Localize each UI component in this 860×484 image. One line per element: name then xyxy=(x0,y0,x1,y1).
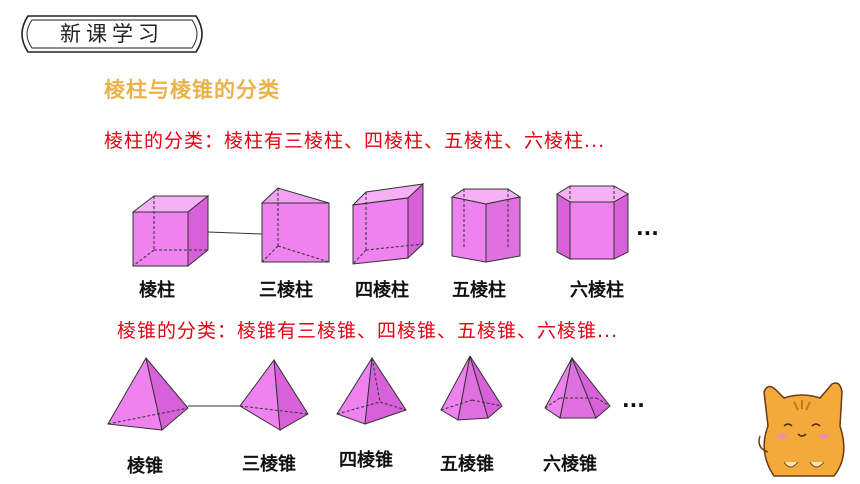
label-hexagonal-pyramid: 六棱锥 xyxy=(543,454,597,475)
pyramid-quadrilateral xyxy=(336,356,407,425)
label-hexagonal-prism: 六棱柱 xyxy=(570,280,624,301)
prism-cube xyxy=(131,194,210,268)
prism-quadrilateral xyxy=(351,182,425,265)
label-pyramid: 棱锥 xyxy=(127,456,163,477)
section-badge: 新课学习 xyxy=(14,12,210,56)
label-prism: 棱柱 xyxy=(139,280,175,301)
pyramid-triangular xyxy=(239,358,309,431)
prism-triangular xyxy=(260,187,330,263)
label-triangular-prism: 三棱柱 xyxy=(259,280,313,301)
page-subtitle: 棱柱与棱锥的分类 xyxy=(104,78,280,102)
label-quadrilateral-prism: 四棱柱 xyxy=(355,280,409,301)
pyramid-pentagonal xyxy=(440,355,503,421)
prism-hexagonal xyxy=(556,185,630,260)
label-triangular-pyramid: 三棱锥 xyxy=(242,454,296,475)
cat-mascot-image xyxy=(758,382,845,477)
prism-pentagonal xyxy=(450,188,522,263)
badge-outline xyxy=(21,15,203,53)
prism-ellipsis: ... xyxy=(636,216,659,240)
pyramid-hexagonal xyxy=(544,356,611,419)
label-quadrilateral-pyramid: 四棱锥 xyxy=(339,450,393,471)
pyramid-generic xyxy=(107,356,189,431)
label-pentagonal-pyramid: 五棱锥 xyxy=(440,454,494,475)
pyramid-classification-text: 棱锥的分类：棱锥有三棱锥、四棱锥、五棱锥、六棱锥... xyxy=(117,320,619,342)
pyramid-ellipsis: ... xyxy=(622,388,645,412)
prism-classification-text: 棱柱的分类：棱柱有三棱柱、四棱柱、五棱柱、六棱柱... xyxy=(104,130,606,152)
connector-line xyxy=(207,231,263,235)
label-pentagonal-prism: 五棱柱 xyxy=(452,280,506,301)
section-badge-label: 新课学习 xyxy=(60,22,164,46)
